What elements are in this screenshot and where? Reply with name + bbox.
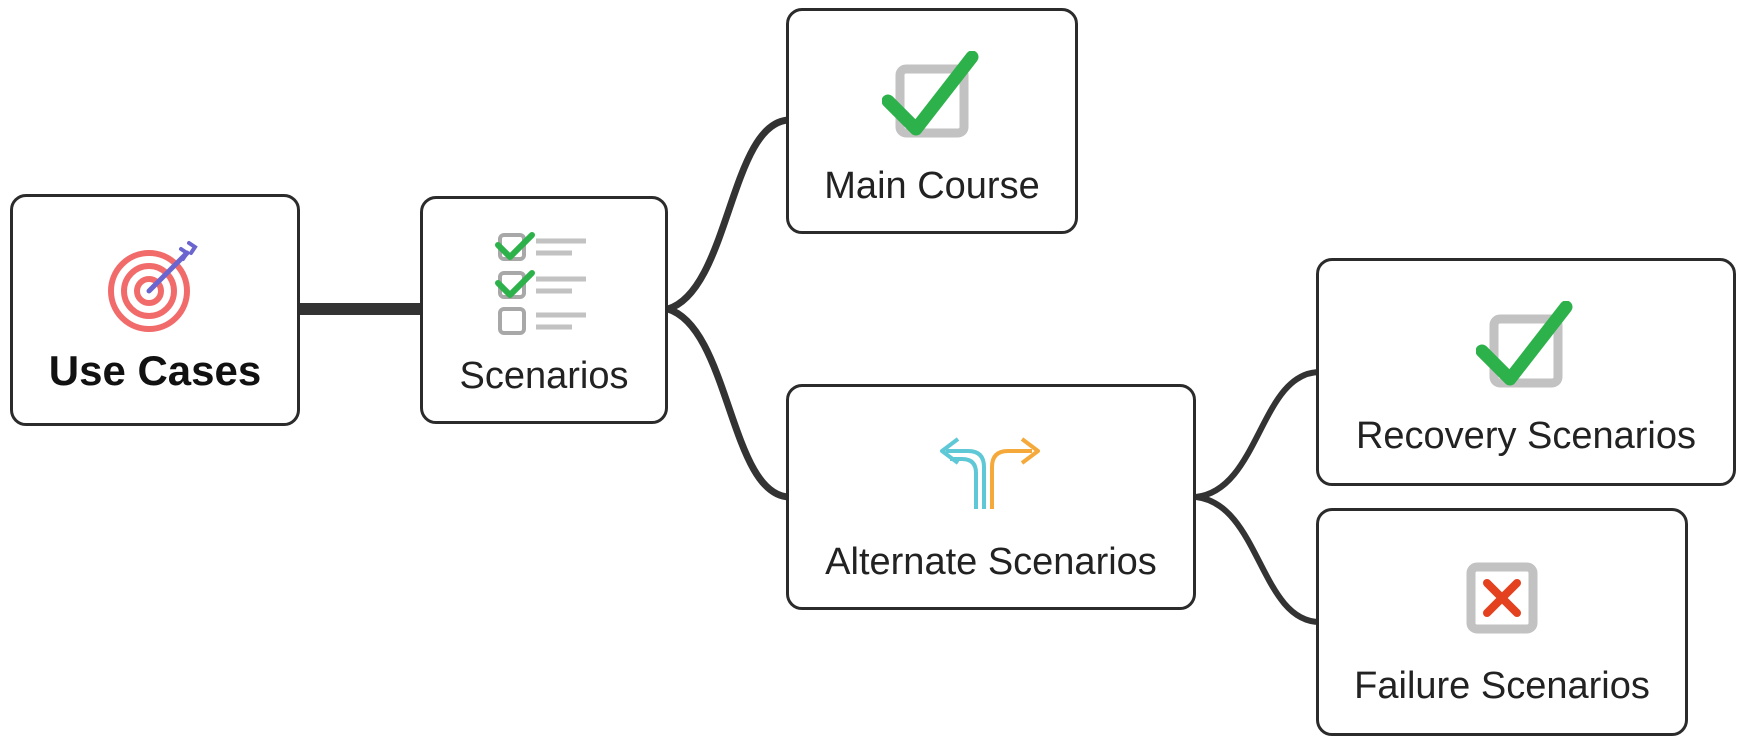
node-label-use-cases: Use Cases [48,347,262,394]
node-alternate-scenarios[interactable]: Alternate Scenarios [786,384,1196,610]
node-use-cases[interactable]: Use Cases [10,194,300,426]
node-label-alternate-scenarios: Alternate Scenarios [825,541,1157,583]
connector-scenarios-alternate [666,305,791,501]
checkmark-box-icon [882,51,979,138]
node-scenarios[interactable]: Scenarios [420,196,668,424]
split-arrows-icon [940,437,1040,509]
node-label-scenarios: Scenarios [459,355,629,397]
target-icon [108,241,198,332]
node-main-course[interactable]: Main Course [786,8,1078,234]
checklist-icon [495,232,586,335]
cross-box-icon [1466,562,1538,634]
node-label-recovery-scenarios: Recovery Scenarios [1355,415,1697,457]
node-failure-scenarios[interactable]: Failure Scenarios [1316,508,1688,736]
connector-scenarios-maincourse [666,116,791,313]
connector-alternate-failure [1195,494,1321,625]
node-label-failure-scenarios: Failure Scenarios [1354,665,1650,707]
connector-alternate-recovery [1195,369,1321,500]
checkmark-box-icon [1476,301,1573,388]
node-label-main-course: Main Course [824,165,1040,207]
node-recovery-scenarios[interactable]: Recovery Scenarios [1316,258,1736,486]
